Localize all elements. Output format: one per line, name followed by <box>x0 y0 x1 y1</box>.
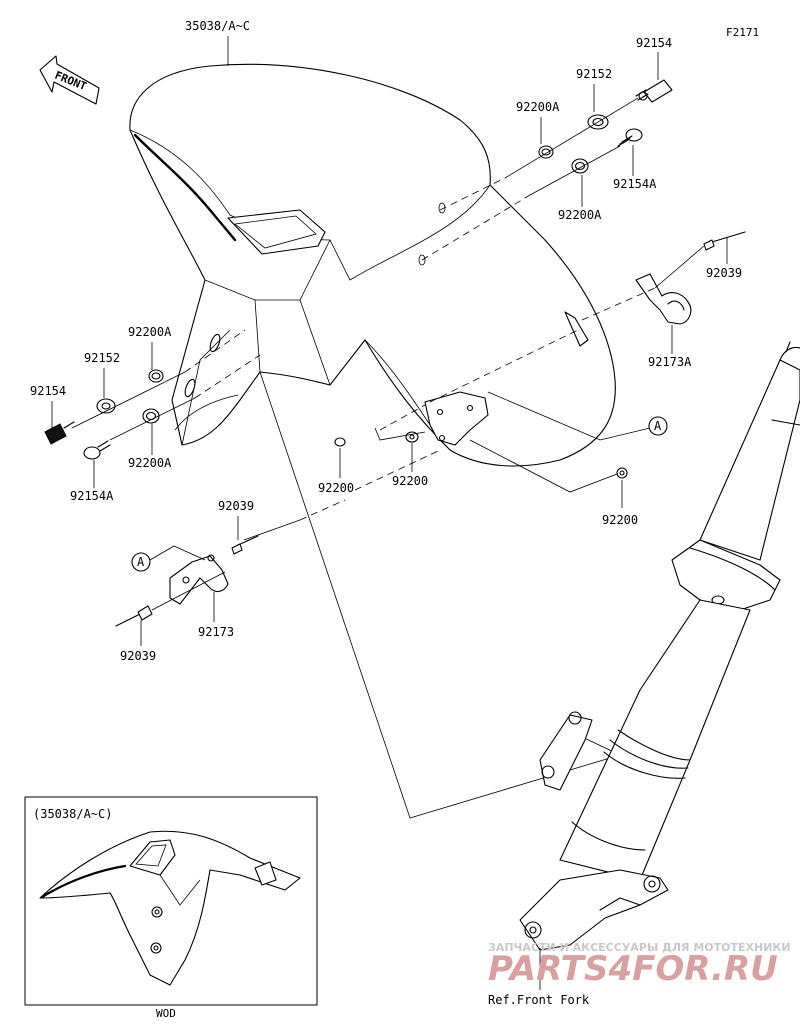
washer-left-callout: 92152 <box>84 351 120 365</box>
ref-a-right-badge: A <box>648 416 668 436</box>
bolt-top-a-callout: 92154A <box>613 177 657 191</box>
watermark: ЗАПЧАСТИ И АКСЕССУАРЫ ДЛЯ МОТОТЕХНИКИ PA… <box>488 941 791 989</box>
figure-code: F2171 <box>726 26 759 39</box>
bolt-92154a-left[interactable] <box>83 440 111 460</box>
bolt-left-callout: 92154 <box>30 384 66 398</box>
watermark-small: ЗАПЧАСТИ И АКСЕССУАРЫ ДЛЯ МОТОТЕХНИКИ <box>488 941 791 954</box>
pin-92039-right[interactable] <box>703 231 746 251</box>
washer-92200-c[interactable] <box>616 467 628 479</box>
ref-a-right-label: A <box>654 419 662 433</box>
ring-92200a-top-b[interactable] <box>571 158 589 174</box>
bolt-92154-left[interactable] <box>44 421 75 445</box>
washer-mid-c-callout: 92200 <box>602 513 638 527</box>
clamp-right-callout: 92173A <box>648 355 692 369</box>
inset-title: (35038/A~C) <box>33 807 112 821</box>
inset-label: WOD <box>156 1007 176 1020</box>
watermark-big: PARTS4FOR.RU <box>488 949 778 989</box>
washer-92200-a[interactable] <box>334 437 346 447</box>
bolt-92154-top[interactable] <box>635 79 673 103</box>
pin-92039-left-top[interactable] <box>231 535 259 555</box>
washer-top-callout: 92152 <box>576 67 612 81</box>
pin-92039-left-bottom[interactable] <box>115 605 153 627</box>
ring-92200a-left-b[interactable] <box>142 408 160 424</box>
clamp-92173[interactable] <box>169 554 229 605</box>
washer-mid-b-callout: 92200 <box>392 474 428 488</box>
ref-front-fork-label: Ref.Front Fork <box>488 993 590 1007</box>
front-arrow-icon: FRONT <box>39 55 100 105</box>
fender-callout: 35038/A~C <box>185 19 250 33</box>
ring-left-b-callout: 92200A <box>128 456 172 470</box>
ref-a-left-label: A <box>137 555 145 569</box>
pin-right-callout: 92039 <box>706 266 742 280</box>
ring-92200a-left[interactable] <box>148 369 164 383</box>
washer-mid-a-callout: 92200 <box>318 481 354 495</box>
pin-left-bottom-callout: 92039 <box>120 649 156 663</box>
bolt-92154a-top[interactable] <box>617 128 643 147</box>
ring-top-a-callout: 92200A <box>516 100 560 114</box>
clamp-92173a[interactable] <box>635 273 692 325</box>
front-fork-reference <box>519 341 800 951</box>
front-fender[interactable] <box>129 63 616 467</box>
pin-left-top-callout: 92039 <box>218 499 254 513</box>
washer-92152-left[interactable] <box>96 398 116 414</box>
ring-top-b-callout: 92200A <box>558 208 602 222</box>
inset-box: (35038/A~C) WOD <box>24 796 318 1020</box>
inset-fender <box>39 830 301 986</box>
clamp-left-callout: 92173 <box>198 625 234 639</box>
ref-a-left-badge: A <box>131 552 151 572</box>
ring-left-a-callout: 92200A <box>128 325 172 339</box>
bolt-top-callout: 92154 <box>636 36 672 50</box>
bolt-left-a-callout: 92154A <box>70 489 114 503</box>
